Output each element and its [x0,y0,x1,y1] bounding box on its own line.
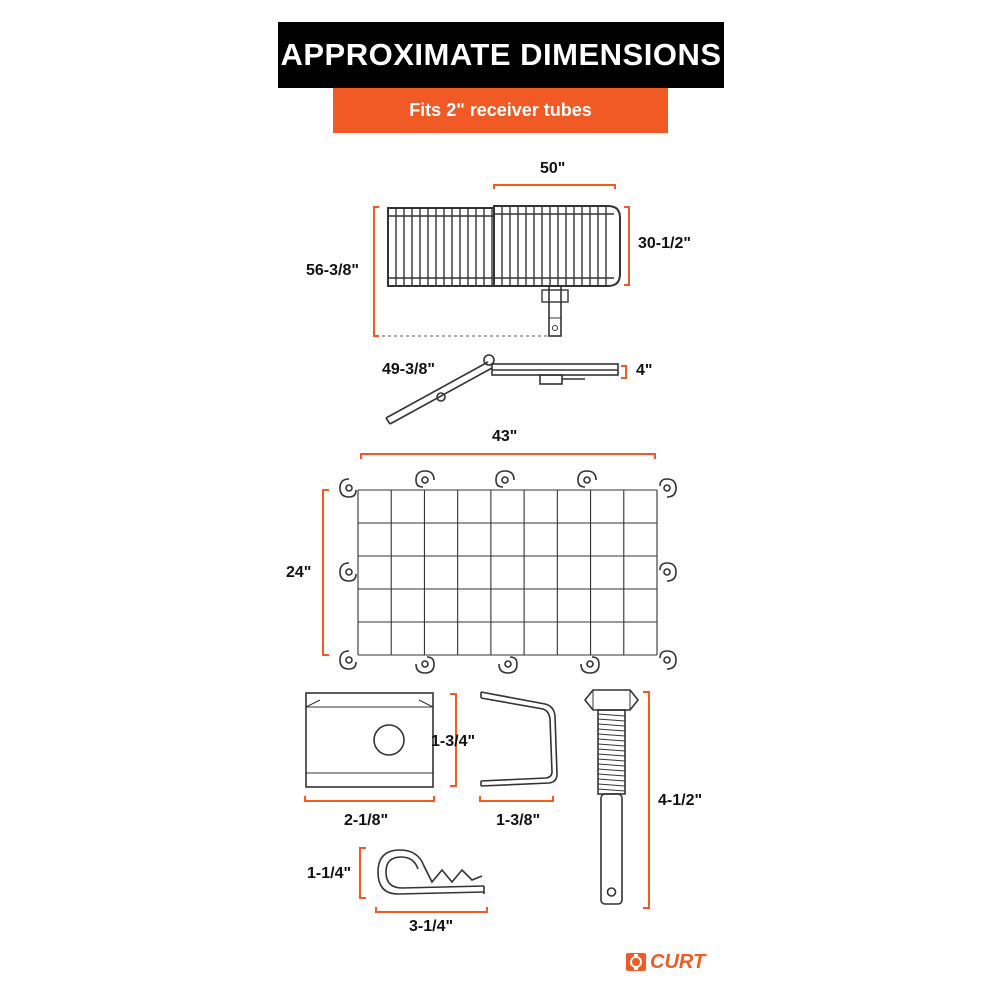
brand-name: CURT [650,951,706,973]
label-net-width: 43" [492,428,518,445]
u-clamp [480,691,558,787]
title-banner: APPROXIMATE DIMENSIONS [278,22,724,88]
dimension-lines [304,184,656,913]
hex-bolt [583,689,640,905]
page-title: APPROXIMATE DIMENSIONS [280,37,722,72]
label-clip-width: 3-1/4" [409,918,454,935]
label-clip-height: 1-1/4" [307,865,352,882]
dim-line-clip-width [375,907,488,913]
page-subtitle: Fits 2" receiver tubes [409,100,592,120]
label-carrier-height: 4" [636,362,653,379]
label-bolt-length: 4-1/2" [658,792,703,809]
subtitle-banner: Fits 2" receiver tubes [333,88,668,133]
dim-line-plate-width [304,796,435,802]
carrier-top-view [387,205,621,337]
label-plate-height: 1-3/4" [431,733,476,750]
label-carrier-depth: 30-1/2" [638,235,691,252]
cargo-net [339,470,677,674]
label-carrier-width: 50" [540,160,566,177]
carrier-side-view [385,354,619,425]
dim-line-net-width [360,453,656,459]
dim-line-bolt-length [643,691,650,909]
dim-line-clip-height [359,847,366,899]
dim-line-overall-length [373,206,379,337]
dim-line-net-height [322,489,329,656]
dim-line-clamp-width [479,796,554,802]
label-plate-width: 2-1/8" [344,812,389,829]
hitch-pin-clip [377,849,485,895]
dim-line-plate-height [450,693,457,787]
label-overall-length: 56-3/8" [306,262,359,279]
dim-line-carrier-height [621,365,627,379]
label-tilt-length: 49-3/8" [382,361,435,378]
dim-line-carrier-width [493,184,616,189]
label-clamp-width: 1-3/8" [496,812,541,829]
mounting-plate [305,692,434,788]
dim-line-carrier-depth [624,206,630,286]
brand-logo: CURT [646,951,705,974]
curt-logo-icon [626,953,646,971]
label-net-height: 24" [286,564,312,581]
